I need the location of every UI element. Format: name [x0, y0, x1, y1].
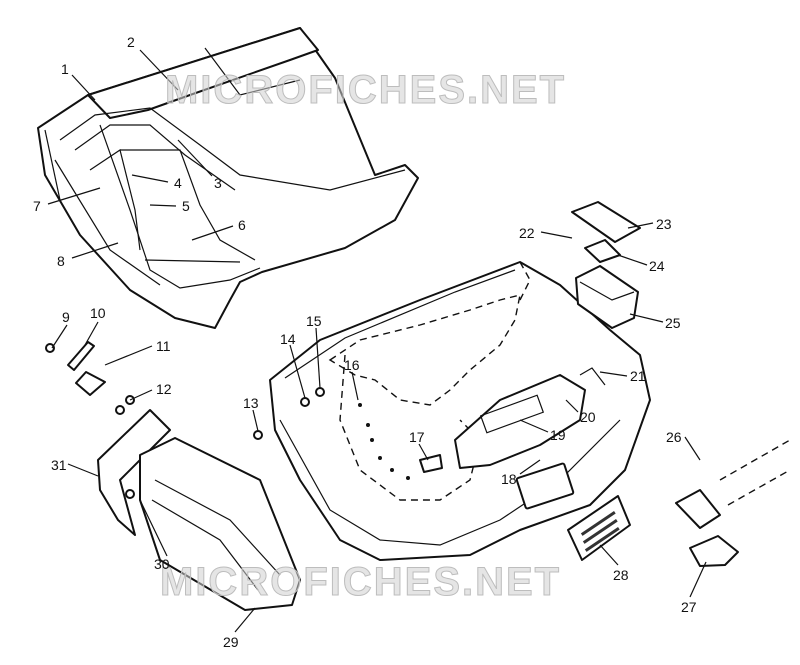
callout-11: 11 — [156, 338, 171, 354]
callout-21: 21 — [630, 368, 646, 384]
callout-10: 10 — [90, 305, 106, 321]
callout-12: 12 — [156, 381, 172, 397]
callout-17: 17 — [409, 429, 425, 445]
console-assembly — [454, 367, 606, 469]
callout-31: 31 — [51, 457, 67, 473]
vent-grille — [567, 495, 631, 561]
callout-7: 7 — [33, 198, 41, 214]
hood-body — [269, 261, 651, 561]
hinge-parts — [675, 439, 791, 567]
callout-18: 18 — [501, 471, 517, 487]
callout-27: 27 — [681, 599, 697, 615]
watermark-bottom: MICROFICHES.NET — [160, 560, 561, 604]
watermark-top: MICROFICHES.NET — [165, 68, 566, 112]
callout-4: 4 — [174, 175, 182, 191]
callout-19: 19 — [550, 427, 566, 443]
windshield-assembly — [37, 27, 419, 329]
callout-labels: 1 2 3 4 5 6 7 8 9 10 11 12 13 14 15 16 1… — [33, 34, 697, 650]
callout-8: 8 — [57, 253, 65, 269]
callout-2: 2 — [127, 34, 135, 50]
glovebox-parts — [571, 201, 641, 329]
callout-29: 29 — [223, 634, 239, 650]
callout-24: 24 — [649, 258, 665, 274]
callout-28: 28 — [613, 567, 629, 583]
callout-9: 9 — [62, 309, 70, 325]
callout-6: 6 — [238, 217, 246, 233]
nose-assembly — [67, 341, 301, 611]
callout-14: 14 — [280, 331, 296, 347]
callout-16: 16 — [344, 357, 360, 373]
leader-lines — [47, 49, 707, 633]
callout-20: 20 — [580, 409, 596, 425]
callout-22: 22 — [519, 225, 535, 241]
callout-5: 5 — [182, 198, 190, 214]
callout-25: 25 — [665, 315, 681, 331]
callout-26: 26 — [666, 429, 682, 445]
callout-30: 30 — [154, 556, 170, 572]
callout-3: 3 — [214, 175, 222, 191]
callout-15: 15 — [306, 313, 322, 329]
callout-1: 1 — [61, 61, 69, 77]
callout-13: 13 — [243, 395, 259, 411]
callout-23: 23 — [656, 216, 672, 232]
